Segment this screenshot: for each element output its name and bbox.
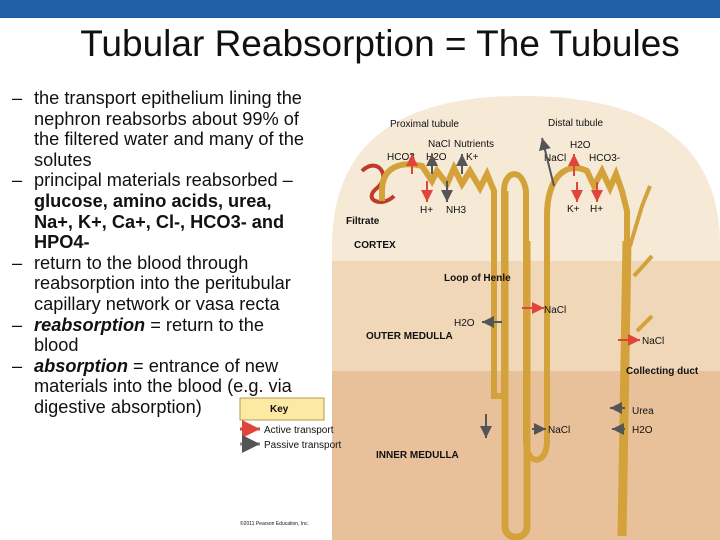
bullet-item: –absorption = entrance of new materials … [12, 356, 312, 418]
filtrate-label: Filtrate [346, 216, 380, 227]
proximal-h-label: H+ [420, 205, 433, 216]
bullet-term: reabsorption [34, 314, 146, 335]
collecting-duct-label: Collecting duct [626, 366, 699, 377]
collecting-duct [617, 240, 632, 537]
top-accent-bar [0, 0, 720, 18]
proximal-tubule [379, 160, 630, 463]
slide-title: Tubular Reabsorption = The Tubules [80, 23, 680, 64]
proximal-k-label: K+ [466, 152, 479, 163]
nephron-diagram: Proximal tubule Distal tubule NaCl Nutri… [239, 96, 720, 540]
bullet-text: principal materials reabsorbed – [34, 170, 293, 191]
proximal-hco3-label: HCO3 [387, 152, 415, 163]
inner-medulla-label: INNER MEDULLA [376, 450, 459, 461]
key-active-label: Active transport [264, 425, 334, 436]
proximal-tubule-label: Proximal tubule [390, 119, 459, 130]
bullet-dash: – [12, 314, 23, 335]
copyright-text: ©2011 Pearson Education, Inc. [240, 520, 309, 527]
distal-tubule-label: Distal tubule [548, 118, 603, 129]
loop-nacl-label: NaCl [544, 305, 566, 316]
bullet-text: = return to the blood [34, 314, 264, 356]
cortex-label: CORTEX [354, 240, 396, 251]
proximal-nh3-label: NH3 [446, 205, 466, 216]
distal-h-label: H+ [590, 204, 603, 215]
distal-h2o-label: H2O [570, 140, 591, 151]
bullet-item: –the transport epithelium lining the nep… [12, 88, 312, 170]
bullet-item: –return to the blood through reabsorptio… [12, 253, 312, 315]
distal-k-label: K+ [567, 204, 580, 215]
bullet-term: absorption [34, 355, 128, 376]
capillary-glomerulus [360, 163, 396, 204]
inner-nacl-label: NaCl [548, 425, 570, 436]
loop-h2o-label: H2O [454, 318, 475, 329]
bullet-bold-text: glucose, amino acids, urea, Na+, K+, Ca+… [34, 190, 285, 253]
bullet-text: return to the blood through reabsorption… [34, 252, 291, 314]
bullet-list: –the transport epithelium lining the nep… [12, 88, 312, 418]
distal-h2o-arrow [539, 137, 555, 187]
proximal-nacl-label: NaCl [428, 139, 450, 150]
collecting-duct-branch [628, 185, 654, 333]
distal-nacl-label: NaCl [544, 153, 566, 164]
bullet-text: = entrance of new materials into the blo… [34, 355, 292, 417]
duct-nacl-label: NaCl [642, 336, 664, 347]
bullet-dash: – [12, 355, 23, 376]
bullet-dash: – [12, 170, 23, 191]
distal-hco3-label: HCO3- [589, 153, 620, 164]
key-title: Key [270, 404, 289, 415]
urea-label: Urea [632, 406, 654, 417]
bullet-text: the transport epithelium lining the neph… [34, 88, 304, 170]
proximal-h2o-label: H2O [426, 152, 447, 163]
outer-medulla-label: OUTER MEDULLA [366, 331, 453, 342]
bullet-dash: – [12, 88, 23, 108]
key-box [239, 397, 325, 421]
bullet-dash: – [12, 252, 23, 273]
bullet-item: –reabsorption = return to the blood [12, 315, 312, 356]
inner-h2o-label: H2O [632, 425, 653, 436]
loop-of-henle-descending [501, 191, 531, 540]
bullet-item: –principal materials reabsorbed – glucos… [12, 170, 312, 252]
proximal-nutrients-label: Nutrients [454, 139, 494, 150]
loop-of-henle-label: Loop of Henle [444, 273, 511, 284]
key-passive-label: Passive transport [264, 440, 341, 451]
